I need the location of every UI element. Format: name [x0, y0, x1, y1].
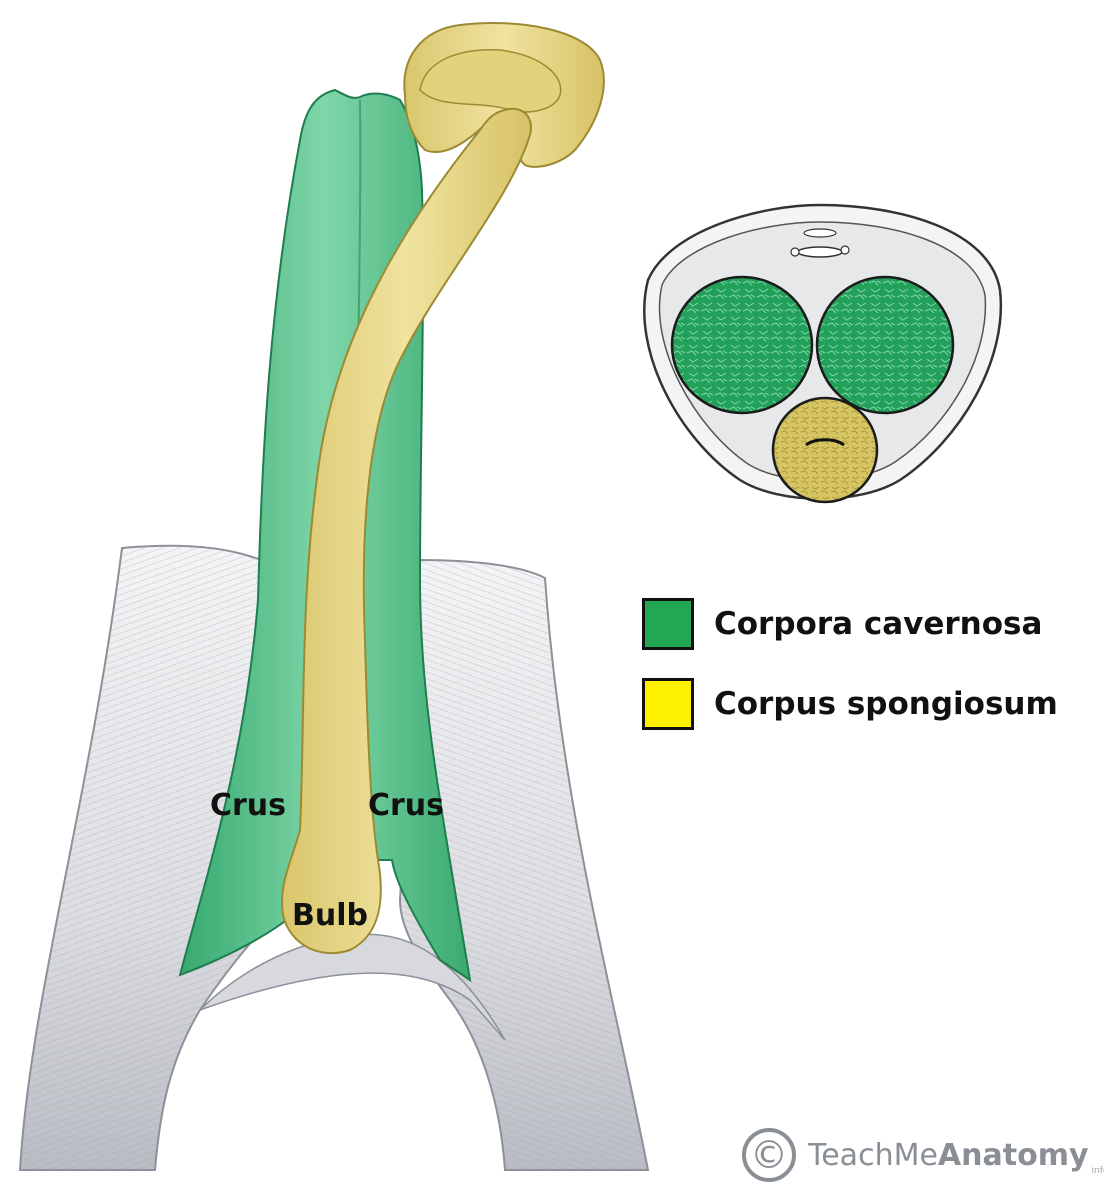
label-crus-right: Crus	[368, 788, 445, 823]
legend-item-cavernosa: Corpora cavernosa	[642, 598, 1042, 650]
cross-section	[643, 203, 1003, 504]
legend-item-spongiosum: Corpus spongiosum	[642, 678, 1058, 730]
corpus-spongiosum	[281, 22, 605, 955]
logo-text-regular: TeachMe	[808, 1137, 938, 1173]
label-bulb: Bulb	[292, 898, 368, 933]
legend-swatch-spongiosum	[642, 678, 694, 730]
logo-suffix: info	[1091, 1166, 1104, 1176]
legend-label-spongiosum: Corpus spongiosum	[714, 686, 1058, 722]
copyright-icon: ©	[742, 1128, 796, 1182]
label-crus-left: Crus	[210, 788, 287, 823]
legend-swatch-cavernosa	[642, 598, 694, 650]
pelvic-arch	[18, 544, 650, 1171]
legend-label-cavernosa: Corpora cavernosa	[714, 606, 1043, 642]
logo-text-bold: Anatomy	[937, 1137, 1089, 1173]
teachmeanatomy-logo: © TeachMe Anatomy info	[742, 1128, 1104, 1182]
